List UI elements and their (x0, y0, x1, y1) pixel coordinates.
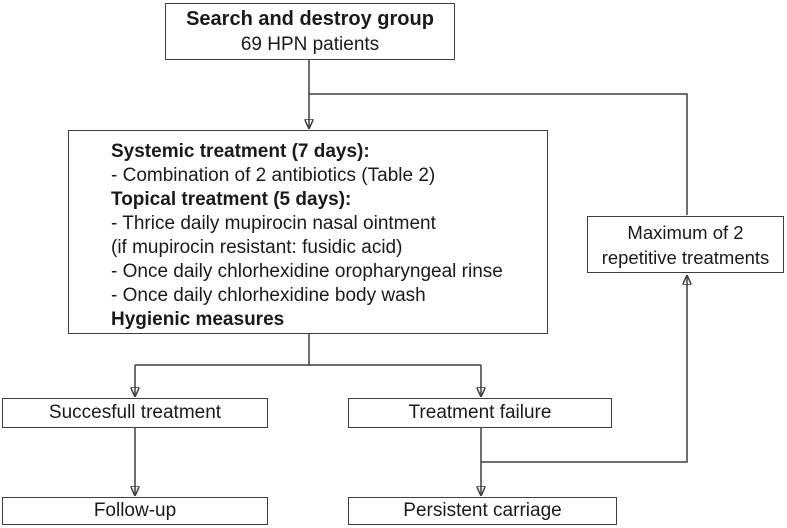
node-search-and-destroy-group: Search and destroy group 69 HPN patients (165, 3, 455, 60)
treatment-line: - Once daily chlorhexidine body wash (111, 285, 426, 306)
node-persistent-carriage: Persistent carriage (348, 497, 617, 525)
treatment-line: Hygienic measures (111, 309, 285, 330)
persistent-carriage-label: Persistent carriage (403, 500, 562, 521)
treatment-line: - Once daily chlorhexidine oropharyngeal… (111, 261, 503, 282)
max-repetitive-line1: Maximum of 2 (627, 221, 744, 243)
node-max-repetitive-treatments: Maximum of 2 repetitive treatments (587, 216, 784, 273)
treatment-line: - Combination of 2 antibiotics (Table 2) (111, 165, 436, 186)
treatment-line: - Thrice daily mupirocin nasal ointment (111, 213, 436, 234)
treatment-failure-label: Treatment failure (408, 402, 552, 423)
node-successful-treatment: Succesfull treatment (2, 398, 268, 428)
max-repetitive-line2: repetitive treatments (601, 246, 770, 268)
search-group-title: Search and destroy group (186, 7, 434, 30)
treatment-line: Systemic treatment (7 days): (111, 141, 370, 162)
successful-treatment-label: Succesfull treatment (48, 402, 222, 423)
search-group-subtitle: 69 HPN patients (240, 33, 380, 55)
node-treatment-protocol: Systemic treatment (7 days): - Combinati… (68, 130, 548, 334)
node-treatment-failure: Treatment failure (348, 398, 612, 428)
node-follow-up: Follow-up (2, 497, 268, 525)
follow-up-label: Follow-up (93, 500, 177, 521)
treatment-line: Topical treatment (5 days): (111, 189, 352, 210)
treatment-line: (if mupirocin resistant: fusidic acid) (111, 237, 403, 258)
